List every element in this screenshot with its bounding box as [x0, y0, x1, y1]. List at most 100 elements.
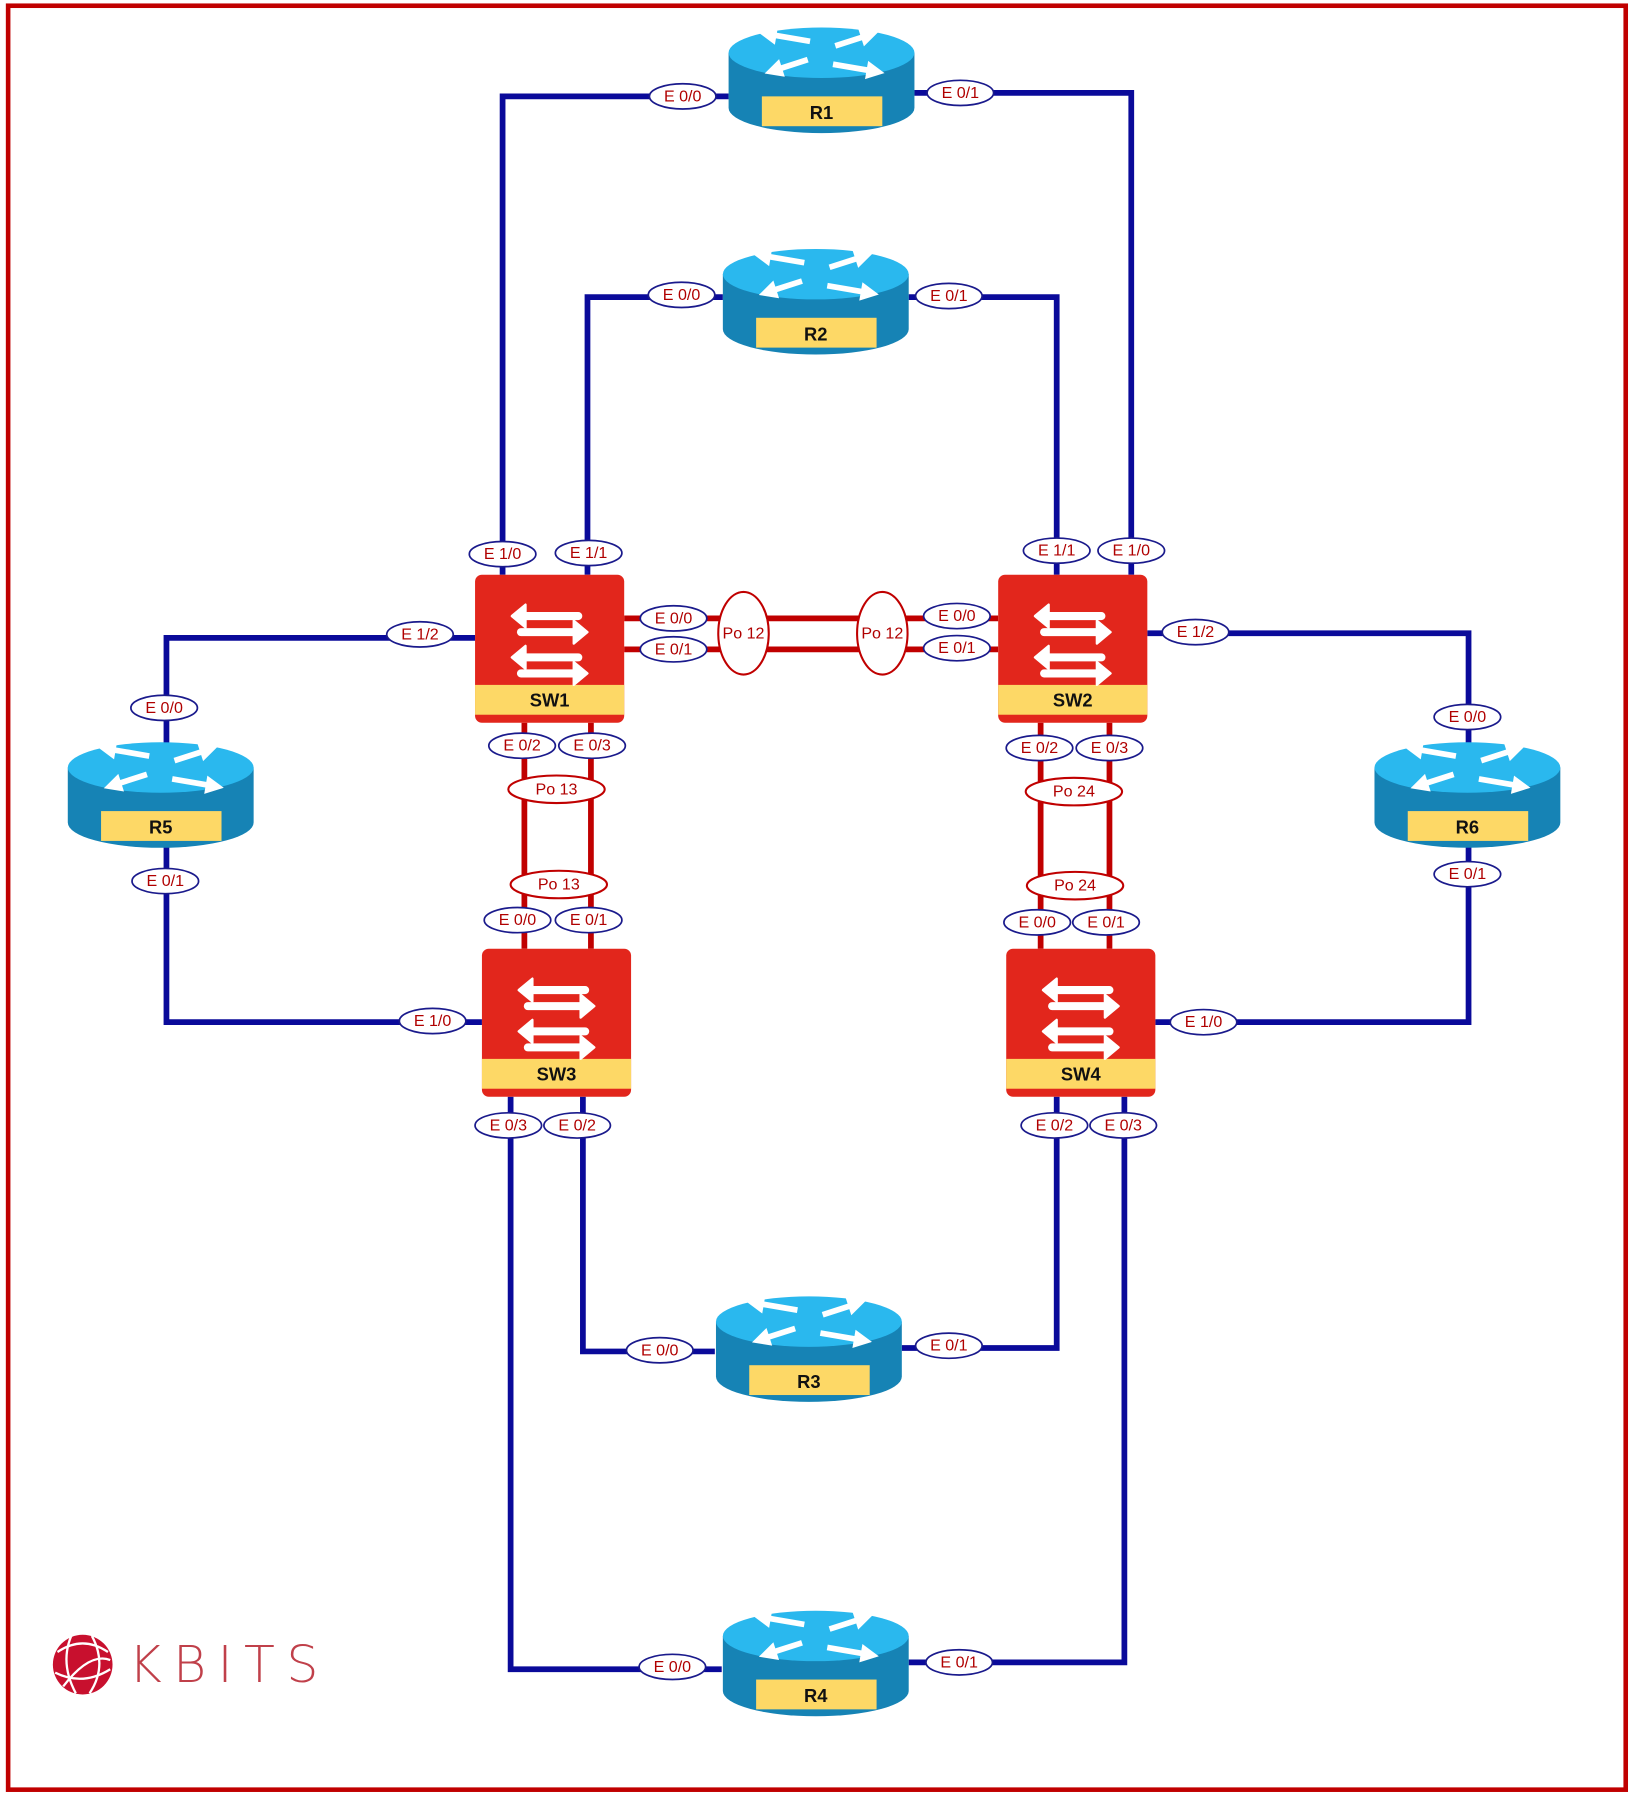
- router-r2[interactable]: R2: [722, 247, 909, 355]
- link-sw4-r4: [908, 1096, 1128, 1666]
- device-name: R5: [149, 817, 172, 838]
- device-name: SW3: [537, 1063, 577, 1084]
- port-name: E 0/0: [145, 699, 183, 717]
- link-r2-sw1: [584, 294, 723, 575]
- port-label-sw1-e01: E 0/1: [639, 635, 708, 663]
- port-label-sw1-e10: E 1/0: [468, 540, 537, 568]
- device-name: SW4: [1061, 1063, 1102, 1084]
- port-label-sw3-e10: E 1/0: [398, 1007, 467, 1035]
- port-label-sw4-e02: E 0/2: [1020, 1111, 1089, 1139]
- port-name: E 0/1: [1087, 913, 1125, 931]
- switch-sw1[interactable]: SW1: [475, 574, 625, 723]
- port-name: E 0/0: [654, 1658, 692, 1676]
- port-name: E 0/2: [558, 1116, 596, 1134]
- portchannel-label-po13-sw3: Po 13: [509, 869, 609, 900]
- logo-text: KBITS: [129, 1635, 330, 1694]
- portchannel-name: Po 24: [1053, 783, 1095, 801]
- port-name: E 0/3: [1104, 1116, 1142, 1134]
- router-r5[interactable]: R5: [67, 741, 254, 848]
- port-name: E 0/0: [938, 607, 976, 625]
- portchannel-label-po13-sw1: Po 13: [507, 774, 606, 805]
- device-name: R3: [797, 1371, 820, 1392]
- port-label-sw4-e01: E 0/1: [1071, 908, 1141, 936]
- port-name: E 1/0: [414, 1012, 452, 1030]
- link-sw3-r4: [507, 1096, 722, 1673]
- switch-sw2[interactable]: SW2: [998, 574, 1148, 723]
- port-label-r1-e01: E 0/1: [926, 79, 995, 107]
- port-name: E 0/0: [664, 87, 702, 105]
- link-r6-sw4: [1155, 844, 1472, 1026]
- port-name: E 1/1: [570, 544, 608, 562]
- port-label-sw1-e02: E 0/2: [487, 732, 557, 760]
- port-label-sw2-e03: E 0/3: [1075, 734, 1144, 762]
- port-label-sw4-e10: E 1/0: [1169, 1008, 1238, 1036]
- device-name: R1: [810, 102, 833, 123]
- port-name: E 0/2: [503, 737, 541, 755]
- port-label-sw3-e03: E 0/3: [474, 1111, 543, 1139]
- device-name: R6: [1456, 817, 1479, 838]
- router-arrows-icon: [752, 247, 879, 301]
- switch-arrows-icon: [1041, 977, 1120, 1061]
- router-r1[interactable]: R1: [728, 26, 915, 134]
- link-r2-sw2: [908, 294, 1060, 575]
- port-labels: E 0/0 E 0/1 E 0/0 E 0/1 E 0/0 E 0/1 E 0/0 E 0/1…: [130, 79, 1502, 1681]
- port-name: E 1/0: [1185, 1013, 1223, 1031]
- switch-arrows-icon: [517, 977, 596, 1061]
- port-name: E 0/1: [1449, 865, 1487, 883]
- switch-sw3[interactable]: SW3: [481, 948, 632, 1097]
- router-r4[interactable]: R4: [722, 1609, 909, 1717]
- port-name: E 0/0: [1449, 708, 1487, 726]
- port-label-sw1-e12: E 1/2: [385, 620, 455, 648]
- link-sw2-r6: [1147, 630, 1472, 746]
- portchannel-label-po12-sw1: Po 12: [717, 590, 770, 676]
- port-label-r4-e01: E 0/1: [925, 1648, 994, 1676]
- port-name: E 0/1: [570, 911, 608, 929]
- port-name: E 0/1: [147, 872, 185, 890]
- switch-sw4[interactable]: SW4: [1006, 948, 1156, 1097]
- port-label-sw3-e00: E 0/0: [483, 906, 552, 934]
- device-name: SW2: [1053, 689, 1093, 710]
- port-label-r3-e01: E 0/1: [914, 1332, 983, 1360]
- device-name: R4: [804, 1685, 828, 1706]
- link-r5-sw3: [163, 844, 482, 1026]
- port-name: E 0/1: [655, 640, 693, 658]
- port-label-r3-e00: E 0/0: [625, 1336, 694, 1364]
- portchannel-label-po24-sw4: Po 24: [1025, 870, 1125, 901]
- port-name: E 1/0: [1113, 542, 1151, 560]
- port-name: E 0/1: [930, 1337, 968, 1355]
- router-r3[interactable]: R3: [715, 1295, 902, 1402]
- port-name: E 0/3: [490, 1116, 528, 1134]
- device-name: R2: [804, 323, 827, 344]
- port-label-sw4-e00: E 0/0: [1003, 908, 1072, 936]
- portchannel-name: Po 13: [538, 876, 580, 894]
- port-label-sw2-e11: E 1/1: [1022, 537, 1091, 565]
- port-name: E 0/0: [641, 1341, 679, 1359]
- port-label-r5-e00: E 0/0: [130, 694, 199, 722]
- kbits-logo: KBITS: [52, 1634, 330, 1695]
- port-label-sw2-e02: E 0/2: [1005, 734, 1074, 762]
- port-label-r5-e01: E 0/1: [131, 867, 200, 895]
- port-label-sw2-e00: E 0/0: [922, 602, 992, 630]
- port-label-r2-e01: E 0/1: [914, 282, 983, 310]
- port-name: E 1/0: [484, 545, 522, 563]
- port-name: E 0/1: [940, 1653, 978, 1671]
- port-name: E 0/0: [499, 911, 537, 929]
- port-label-r2-e00: E 0/0: [647, 281, 716, 309]
- router-r6[interactable]: R6: [1374, 741, 1561, 848]
- portchannel-name: Po 12: [861, 624, 903, 642]
- port-label-sw3-e02: E 0/2: [543, 1111, 612, 1139]
- portchannel-label-po12-sw2: Po 12: [856, 590, 909, 676]
- port-name: E 0/1: [938, 639, 976, 657]
- device-name: SW1: [530, 689, 570, 710]
- frame-border: [5, 3, 1629, 1792]
- link-sw1-r5: [163, 634, 476, 746]
- port-label-r4-e00: E 0/0: [638, 1653, 707, 1681]
- router-arrows-icon: [1404, 741, 1531, 794]
- port-label-r6-e01: E 0/1: [1433, 860, 1502, 888]
- router-arrows-icon: [758, 26, 885, 80]
- port-name: E 1/2: [1177, 623, 1215, 641]
- port-name: E 0/0: [663, 286, 701, 304]
